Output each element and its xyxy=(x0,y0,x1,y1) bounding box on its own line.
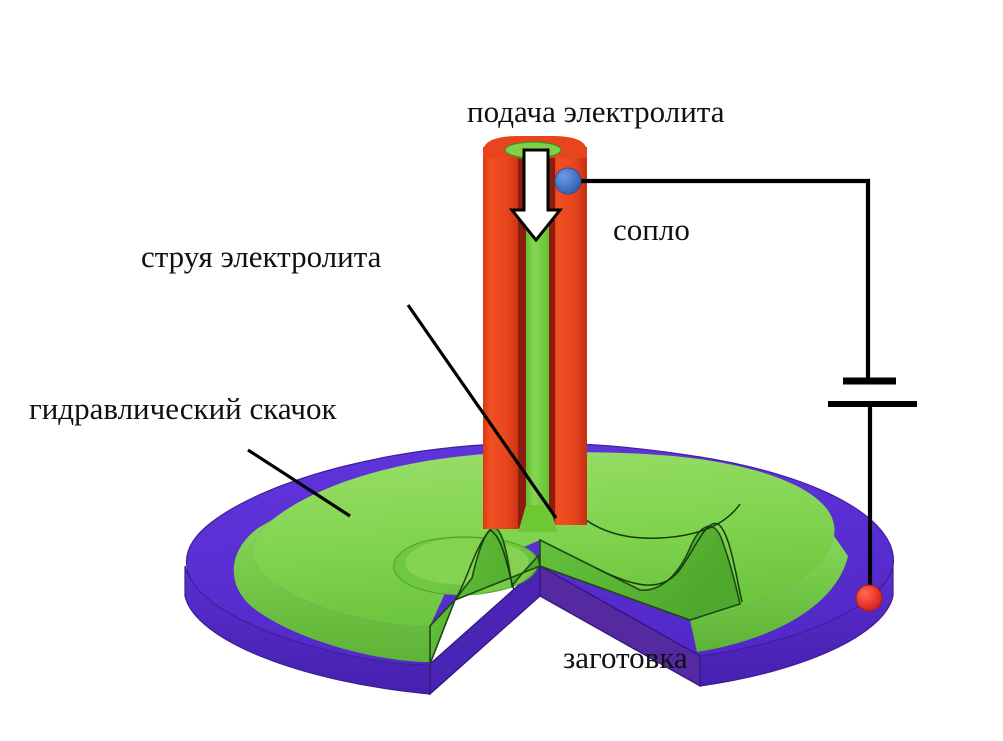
label-electrolyte-supply: подача электролита xyxy=(467,94,725,129)
electrolyte-flow-arrow xyxy=(508,148,564,243)
nozzle-electrode-terminal[interactable] xyxy=(554,167,582,195)
leader-hydraulic-jump xyxy=(247,448,351,518)
nozzle-assembly xyxy=(483,140,587,532)
label-hydraulic-jump: гидравлический скачок xyxy=(29,391,337,426)
electrolyte-jet-flare xyxy=(518,505,558,532)
electrolyte-jet-column xyxy=(526,150,549,532)
workpiece-cut-face-right xyxy=(539,564,701,688)
nozzle-bore-shadow-left xyxy=(518,150,527,528)
nozzle-wall-right xyxy=(552,147,587,525)
nozzle-wall-left xyxy=(483,147,521,529)
workpiece-electrode-terminal[interactable] xyxy=(855,584,883,612)
nozzle-bore-shadow-right xyxy=(548,150,555,522)
pool-right-ridge-contour xyxy=(595,522,743,603)
pool-right-side-wall xyxy=(690,536,848,652)
pool-left-side-wall xyxy=(233,520,430,662)
pool-cut-face-left-jump-profile xyxy=(429,527,541,665)
electrolyte-pool xyxy=(233,452,848,665)
label-nozzle: сопло xyxy=(613,212,690,247)
pool-inner-pocket-contour xyxy=(585,503,741,539)
pool-cut-face-right-jump-profile xyxy=(539,525,741,621)
wire-nozzle-to-source xyxy=(572,178,871,380)
electrical-circuit xyxy=(554,167,917,612)
label-electrolyte-jet: струя электролита xyxy=(141,239,382,274)
pool-left-ridge-contour xyxy=(454,529,515,601)
label-workpiece: заготовка xyxy=(563,640,688,675)
leader-electrolyte-jet xyxy=(406,304,558,519)
